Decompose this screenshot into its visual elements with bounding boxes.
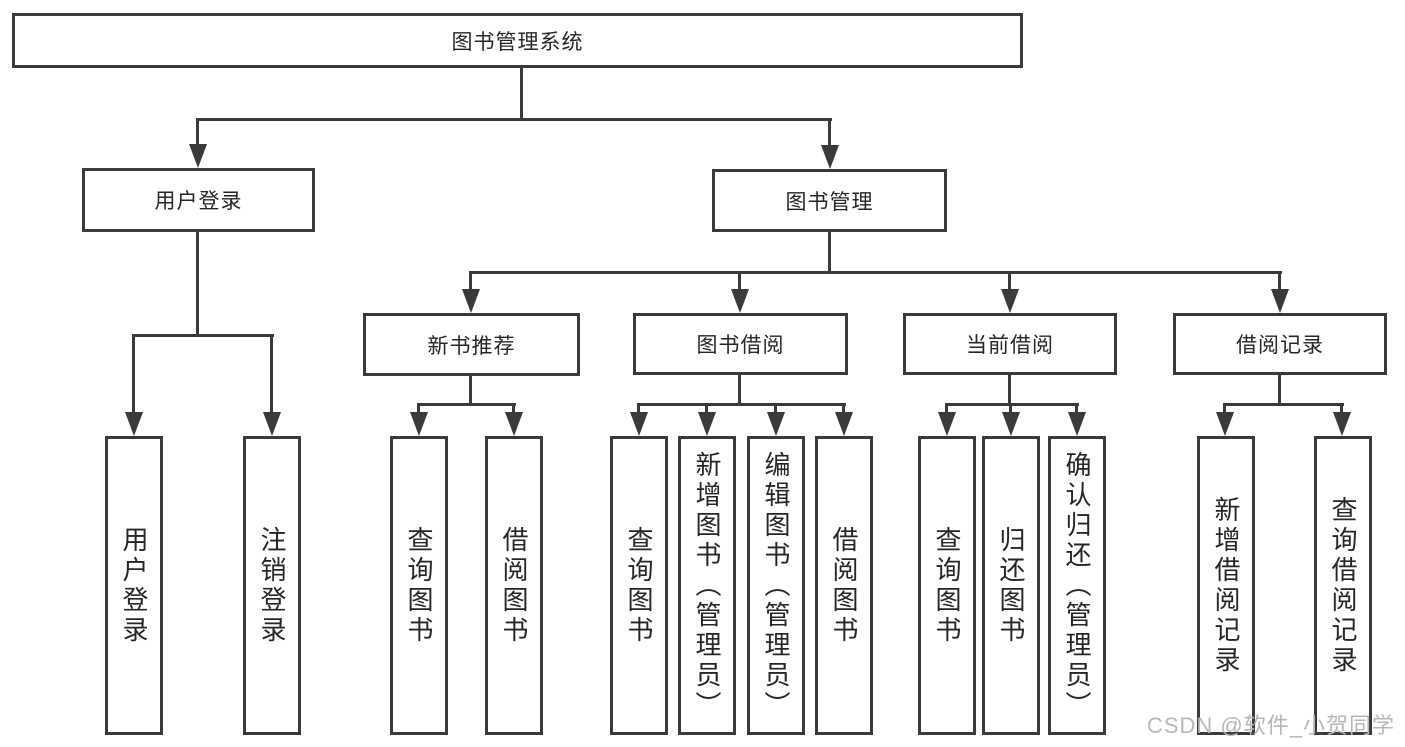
connector-hline xyxy=(132,334,274,337)
arrow-down-icon xyxy=(1001,289,1019,313)
node-query-book-3-label: 查询图书 xyxy=(932,525,962,646)
connector-hline xyxy=(945,403,1079,406)
node-user-login-label: 用户登录 xyxy=(154,190,243,213)
node-edit-book-admin: 编辑图书（管理员） xyxy=(747,436,805,735)
arrow-down-icon xyxy=(630,412,648,436)
connector-vline xyxy=(1008,375,1011,405)
connector-hline xyxy=(196,118,832,121)
arrow-down-icon xyxy=(1271,289,1289,313)
node-logout-label: 注销登录 xyxy=(257,525,287,646)
node-add-borrow-record: 新增借阅记录 xyxy=(1197,436,1255,735)
node-add-borrow-record-label: 新增借阅记录 xyxy=(1211,495,1241,676)
arrow-down-icon xyxy=(1333,412,1351,436)
node-query-book-2: 查询图书 xyxy=(610,436,668,735)
node-query-borrow-record: 查询借阅记录 xyxy=(1314,436,1372,735)
connector-vline xyxy=(828,232,831,273)
node-query-book-3: 查询图书 xyxy=(918,436,976,735)
connector-drop-line xyxy=(828,120,831,163)
node-return-book: 归还图书 xyxy=(982,436,1040,735)
arrow-down-icon xyxy=(1068,412,1086,436)
connector-vline xyxy=(196,232,199,336)
node-query-book-2-label: 查询图书 xyxy=(624,525,654,646)
node-edit-book-admin-label: 编辑图书（管理员） xyxy=(761,450,791,721)
node-current-borrow: 当前借阅 xyxy=(903,313,1117,375)
node-borrow-record: 借阅记录 xyxy=(1173,313,1387,375)
connector-vline xyxy=(738,375,741,405)
connector-vline xyxy=(1278,375,1281,405)
node-book-borrow: 图书借阅 xyxy=(633,313,848,375)
node-query-book-1-label: 查询图书 xyxy=(404,525,434,646)
connector-hline xyxy=(469,271,1282,274)
node-book-mgmt: 图书管理 xyxy=(712,169,947,232)
node-new-book-recommend: 新书推荐 xyxy=(363,313,580,376)
arrow-down-icon xyxy=(125,412,143,436)
node-borrow-record-label: 借阅记录 xyxy=(1236,334,1324,357)
node-user-login-leaf: 用户登录 xyxy=(105,436,163,735)
arrow-down-icon xyxy=(410,412,428,436)
arrow-down-icon xyxy=(462,289,480,313)
node-current-borrow-label: 当前借阅 xyxy=(966,334,1054,357)
arrow-down-icon xyxy=(821,145,839,169)
connector-hline xyxy=(637,403,846,406)
connector-drop-line xyxy=(270,336,273,430)
node-query-book-1: 查询图书 xyxy=(390,436,448,735)
csdn-watermark: CSDN @软件_小贺同学 xyxy=(1146,713,1395,738)
node-query-borrow-record-label: 查询借阅记录 xyxy=(1328,495,1358,676)
node-book-borrow-label: 图书借阅 xyxy=(696,334,785,357)
node-borrow-book-1-label: 借阅图书 xyxy=(499,525,529,646)
node-borrow-book-1: 借阅图书 xyxy=(485,436,543,735)
connector-vline xyxy=(469,375,472,405)
node-logout: 注销登录 xyxy=(243,436,301,735)
connector-hline xyxy=(417,403,516,406)
connector-drop-line xyxy=(132,336,135,430)
node-add-book-admin-label: 新增图书（管理员） xyxy=(692,450,722,721)
node-user-login: 用户登录 xyxy=(82,168,315,232)
arrow-down-icon xyxy=(835,412,853,436)
node-add-book-admin: 新增图书（管理员） xyxy=(678,436,736,735)
node-user-login-leaf-label: 用户登录 xyxy=(119,525,149,646)
arrow-down-icon xyxy=(505,412,523,436)
arrow-down-icon xyxy=(189,144,207,168)
arrow-down-icon xyxy=(698,412,716,436)
node-confirm-return-admin: 确认归还（管理员） xyxy=(1048,436,1106,735)
node-borrow-book-2-label: 借阅图书 xyxy=(829,525,859,646)
node-root: 图书管理系统 xyxy=(12,13,1023,68)
node-confirm-return-admin-label: 确认归还（管理员） xyxy=(1062,450,1092,721)
arrow-down-icon xyxy=(1002,412,1020,436)
node-borrow-book-2: 借阅图书 xyxy=(815,436,873,735)
connector-hline xyxy=(1223,403,1344,406)
connector-vline xyxy=(520,67,523,120)
arrow-down-icon xyxy=(938,412,956,436)
node-return-book-label: 归还图书 xyxy=(996,525,1026,646)
arrow-down-icon xyxy=(1216,412,1234,436)
node-new-book-recommend-label: 新书推荐 xyxy=(427,334,516,358)
arrow-down-icon xyxy=(767,412,785,436)
node-root-label: 图书管理系统 xyxy=(451,30,584,54)
node-book-mgmt-label: 图书管理 xyxy=(785,190,874,214)
arrow-down-icon xyxy=(731,289,749,313)
connector-drop-line xyxy=(196,120,199,162)
arrow-down-icon xyxy=(263,412,281,436)
